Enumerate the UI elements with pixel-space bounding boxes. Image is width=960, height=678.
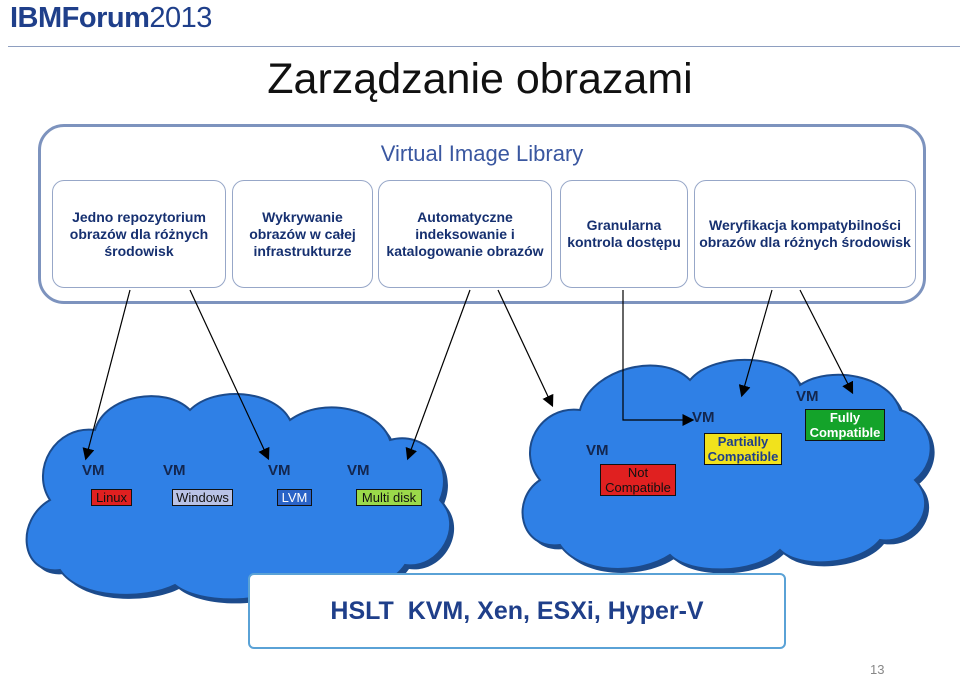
vm-label-not-compatible: VM [586,442,609,459]
library-title: Virtual Image Library [380,141,584,166]
arrow-repository-linux [82,289,131,461]
right-cloud [521,358,935,574]
feature-box-discovery: Wykrywanie obrazów w całej infrastruktur… [232,180,373,288]
vm-label-partially-compatible: VM [692,409,715,426]
vm-label-lvm: VM [268,462,291,479]
arrow-indexing-rightcloud [497,289,554,408]
tag-linux: Linux [91,489,132,506]
arrow-access-vm [622,290,695,426]
slide-title: Zarządzanie obrazami [267,55,693,103]
tag-multi-disk: Multi disk [356,489,422,506]
arrow-discovery-lvm [189,289,270,461]
arrow-compat-partial [738,289,773,398]
vm-label-linux: VM [82,462,105,479]
tag-windows: Windows [172,489,233,506]
hypervisor-list: HSLT KVM, Xen, ESXi, Hyper-V [330,597,704,625]
feature-box-repository: Jedno repozytorium obrazów dla różnych ś… [52,180,226,288]
ibm-forum-logo: IBMForum2013 [10,2,212,34]
page-number: 13 [870,662,885,677]
tag-fully-compatible: Fully Compatible [805,409,885,441]
tag-partially-compatible: Partially Compatible [704,433,782,465]
vm-label-windows: VM [163,462,186,479]
arrow-compat-fully [799,289,854,395]
feature-box-indexing: Automatyczne indeksowanie i katalogowani… [378,180,552,288]
vm-label-fully-compatible: VM [796,388,819,405]
arrow-indexing-multidisk [405,289,471,461]
left-cloud [25,393,455,604]
vm-label-multidisk: VM [347,462,370,479]
tag-not-compatible: Not Compatible [600,464,676,496]
feature-box-access-control: Granularna kontrola dostępu [560,180,688,288]
tag-lvm: LVM [277,489,312,506]
header-divider [8,46,960,47]
hypervisor-box [248,573,786,649]
feature-box-compatibility: Weryfikacja kompatybilności obrazów dla … [694,180,916,288]
connector-arrows [82,289,854,461]
